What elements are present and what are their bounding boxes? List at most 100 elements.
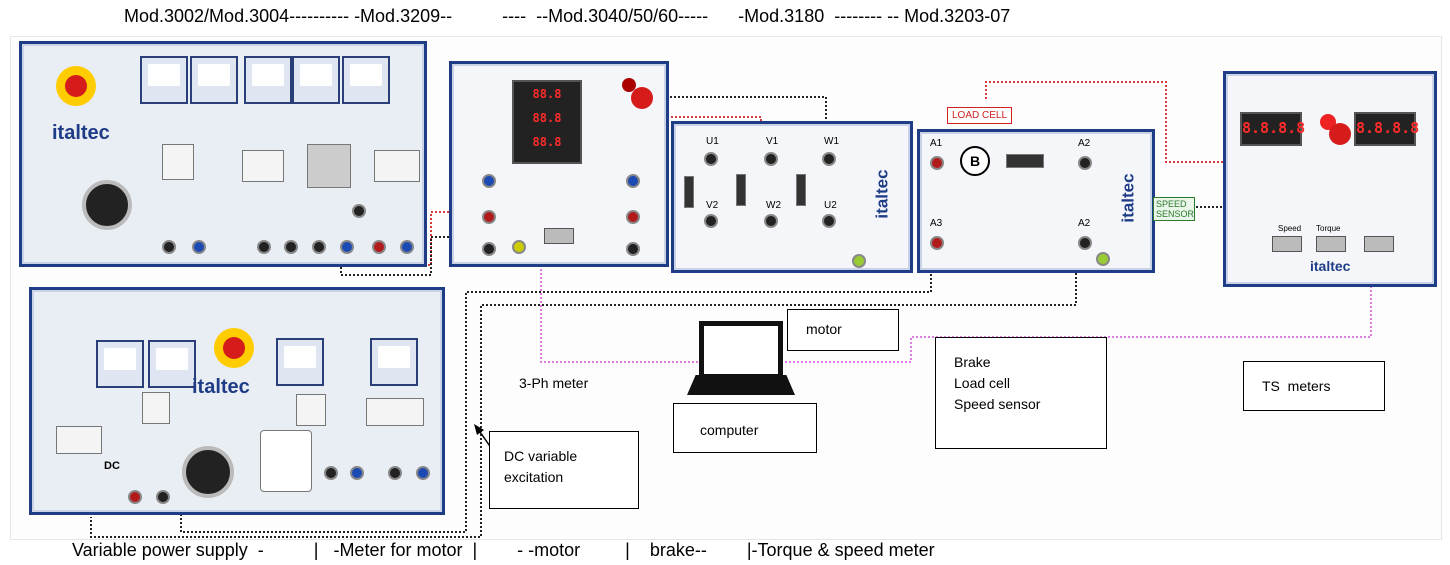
serial-connector-icon — [544, 228, 574, 244]
winding-icon — [736, 174, 746, 206]
dc-excitation-box: DC variable excitation — [489, 431, 639, 509]
wire-black-supply — [340, 236, 451, 276]
terminal-icon — [764, 152, 778, 166]
dc-label: DC — [104, 460, 120, 472]
module-header: Mod.3002/Mod.3004---------- -Mod.3209-- … — [124, 6, 1011, 26]
terminal-icon — [388, 466, 402, 480]
terminal-v2: V2 — [706, 200, 719, 211]
emergency-stop-icon — [214, 328, 254, 368]
variac-knob-icon[interactable] — [82, 180, 132, 230]
terminal-a1: A1 — [930, 138, 943, 149]
terminal-icon — [482, 242, 496, 256]
speed-label: Speed — [1278, 224, 1302, 233]
module-footer: Variable power supply - | -Meter for mot… — [72, 540, 935, 560]
socket-outlet-icon — [260, 430, 312, 492]
terminal-icon — [704, 152, 718, 166]
voltmeter-icon — [370, 338, 418, 386]
voltmeter-icon — [342, 56, 390, 104]
terminal-a2-bottom: A2 — [1078, 218, 1091, 229]
wire-pink-data-2 — [781, 237, 1372, 363]
speed-display: 8.8.8.8 — [1240, 112, 1305, 146]
terminal-icon — [350, 466, 364, 480]
terminal-icon — [1078, 156, 1092, 170]
winding-icon — [796, 174, 806, 206]
breaker-switch[interactable] — [56, 426, 102, 454]
terminal-icon — [372, 240, 386, 254]
load-cell-label: LOAD CELL — [947, 107, 1013, 124]
field-winding-icon — [1006, 154, 1044, 168]
terminal-icon — [764, 214, 778, 228]
breaker-switch[interactable] — [142, 392, 170, 424]
ammeter-icon — [244, 56, 292, 104]
terminal-v1: V1 — [766, 136, 779, 147]
motor-box-text: motor — [806, 321, 842, 337]
emergency-stop-icon — [56, 66, 96, 106]
brake-panel: A1 A2 A3 A2 B italtec — [917, 129, 1155, 273]
terminal-icon — [704, 214, 718, 228]
terminal-icon — [284, 240, 298, 254]
three-ph-meter-label: 3-Ph meter — [519, 375, 589, 391]
terminal-icon — [626, 174, 640, 188]
breaker-switch[interactable] — [366, 398, 424, 426]
serial-connector-icon — [1364, 236, 1394, 252]
brand-vertical: italtec — [1118, 173, 1138, 223]
terminal-icon — [340, 240, 354, 254]
brand-logo: italtec — [1310, 258, 1351, 274]
terminal-icon — [822, 152, 836, 166]
terminal-icon — [482, 210, 496, 224]
terminal-a2-top: A2 — [1078, 138, 1091, 149]
terminal-icon — [416, 466, 430, 480]
speed-sensor-label: SPEED SENSOR — [1153, 197, 1195, 221]
torque-speed-meter-panel: 8.8.8.8 8.8.8.8 Speed Torque italtec — [1223, 71, 1437, 287]
torque-display: 8.8.8.8 — [1354, 112, 1419, 146]
terminal-icon — [192, 240, 206, 254]
terminal-icon — [352, 204, 366, 218]
ammeter-icon — [140, 56, 188, 104]
terminal-u2: U2 — [824, 200, 837, 211]
terminal-icon — [128, 490, 142, 504]
terminal-icon — [1078, 236, 1092, 250]
computer-box-text: computer — [700, 422, 759, 438]
brand-logo: italtec — [52, 122, 110, 144]
terminal-icon — [822, 214, 836, 228]
torque-label: Torque — [1316, 224, 1341, 233]
brake-symbol-icon: B — [960, 146, 990, 176]
serial-connector-icon — [1272, 236, 1302, 252]
motor-panel: U1 V1 W1 V2 W2 U2 italtec — [671, 121, 913, 273]
voltmeter-icon — [276, 338, 324, 386]
breaker-switch[interactable] — [162, 144, 194, 180]
voltmeter-icon — [190, 56, 238, 104]
breaker-switch[interactable] — [307, 144, 351, 188]
terminal-a3: A3 — [930, 218, 943, 229]
wire-black-brake — [180, 242, 932, 533]
breaker-switch[interactable] — [242, 150, 284, 182]
variac-knob-icon[interactable] — [182, 446, 234, 498]
ts-box-text: TS meters — [1262, 378, 1331, 394]
dc-box-text: DC variable excitation — [504, 448, 578, 485]
brake-label-box: Brake Load cell Speed sensor — [935, 337, 1107, 449]
terminal-icon — [162, 240, 176, 254]
terminal-w2: W2 — [766, 200, 781, 211]
brand-vertical: italtec — [872, 169, 892, 219]
wire-pink-data — [540, 257, 711, 363]
terminal-icon — [512, 240, 526, 254]
ground-terminal-icon — [852, 254, 866, 268]
motor-label-box: motor — [787, 309, 899, 351]
laptop-icon — [687, 321, 797, 397]
diagram-area: italtec italtec DC — [10, 36, 1442, 540]
dc-pointer-arrow — [474, 424, 484, 435]
breaker-switch[interactable] — [374, 150, 420, 182]
breaker-switch[interactable] — [296, 394, 326, 426]
terminal-icon — [930, 236, 944, 250]
ammeter-icon — [96, 340, 144, 388]
terminal-icon — [324, 466, 338, 480]
voltmeter-icon — [292, 56, 340, 104]
voltmeter-icon — [148, 340, 196, 388]
brand-logo: italtec — [192, 376, 250, 398]
terminal-icon — [626, 210, 640, 224]
power-supply-panel-lower: italtec DC — [29, 287, 445, 515]
terminal-icon — [626, 242, 640, 256]
indicator-lamp-icon — [1320, 114, 1351, 145]
